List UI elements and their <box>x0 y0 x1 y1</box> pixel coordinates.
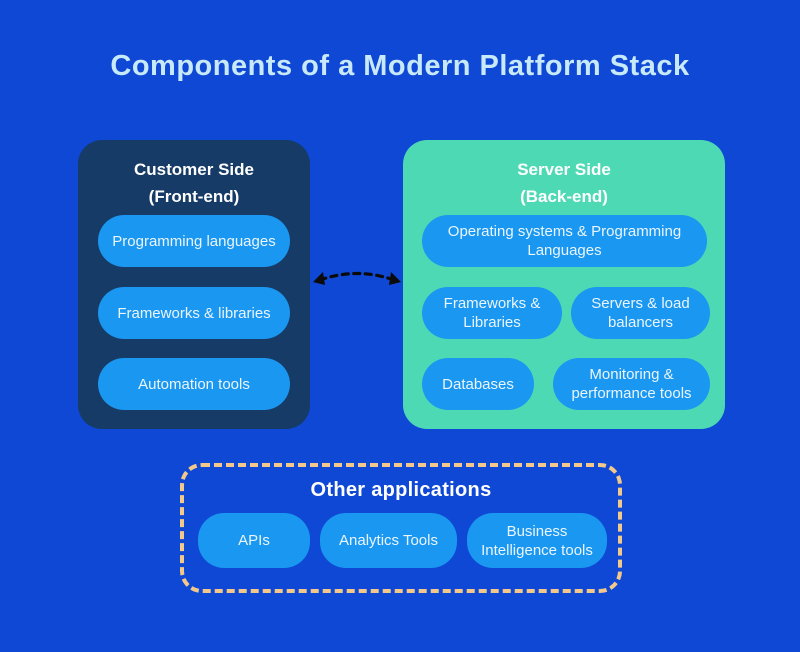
back-end-box: Server Side (Back-end) Operating systems… <box>403 140 725 429</box>
back-end-title-line1: Server Side <box>517 160 611 179</box>
pill-business-intelligence-tools: Business Intelligence tools <box>467 513 607 568</box>
pill-programming-languages: Programming languages <box>98 215 290 267</box>
pill-monitoring-performance: Monitoring & performance tools <box>553 358 710 410</box>
pill-automation-tools: Automation tools <box>98 358 290 410</box>
pill-servers-load-balancers: Servers & load balancers <box>571 287 710 339</box>
front-end-title-line1: Customer Side <box>134 160 254 179</box>
pill-frameworks-libraries-back: Frameworks & Libraries <box>422 287 562 339</box>
front-end-title-line2: (Front-end) <box>148 187 240 206</box>
other-applications-title: Other applications <box>310 479 492 501</box>
back-end-box-title: Server Side (Back-end) <box>403 156 725 210</box>
pill-frameworks-libraries-front: Frameworks & libraries <box>98 287 290 339</box>
arrow-svg <box>313 271 401 285</box>
pill-apis: APIs <box>198 513 310 568</box>
back-end-title-line2: (Back-end) <box>520 187 608 206</box>
front-end-box: Customer Side (Front-end) Programming la… <box>78 140 310 429</box>
bidirectional-arrow-icon <box>310 260 404 294</box>
other-applications-box: Other applications APIs Analytics Tools … <box>180 463 622 593</box>
front-end-box-title: Customer Side (Front-end) <box>78 156 310 210</box>
pill-operating-systems: Operating systems & Programming Language… <box>422 215 707 267</box>
pill-analytics-tools: Analytics Tools <box>320 513 457 568</box>
page-title: Components of a Modern Platform Stack <box>110 50 690 82</box>
pill-databases: Databases <box>422 358 534 410</box>
